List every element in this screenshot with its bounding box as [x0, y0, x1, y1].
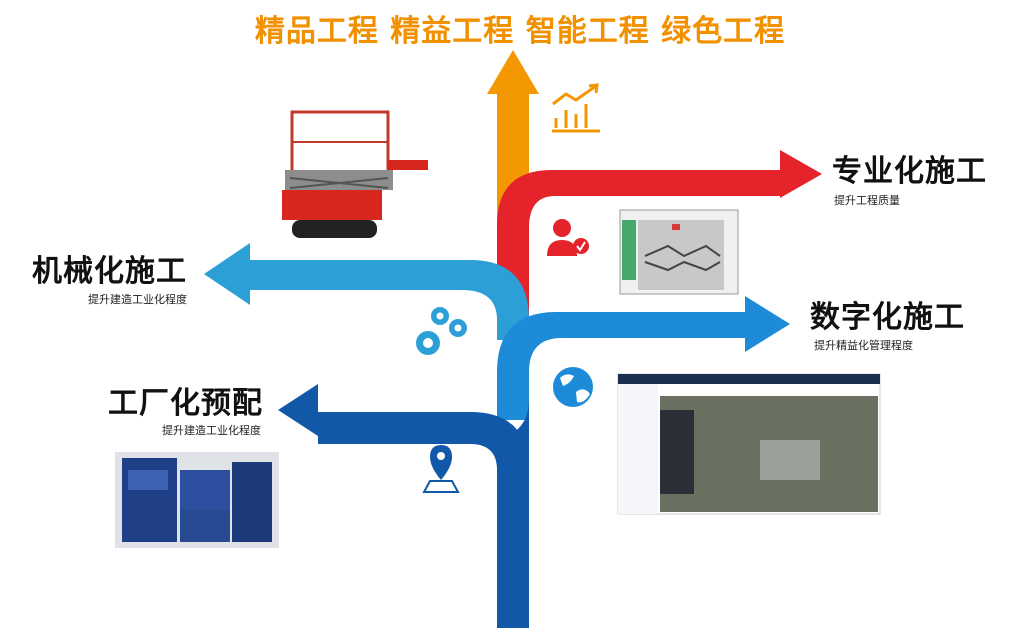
map-pin-icon	[422, 445, 460, 493]
subtitle-professional: 提升工程质量	[834, 194, 900, 207]
machine-photo	[282, 110, 428, 238]
arrow-prefab	[278, 384, 529, 628]
bar-chart-trend-icon	[552, 83, 600, 133]
title-digital: 数字化施工	[810, 300, 965, 335]
headline: 精品工程 精益工程 智能工程 绿色工程	[254, 14, 786, 49]
subtitle-mechanized: 提升建造工业化程度	[88, 293, 187, 306]
title-mechanized: 机械化施工	[32, 254, 187, 289]
title-prefab: 工厂化预配	[108, 386, 263, 421]
user-check-icon	[547, 219, 589, 256]
arrow-digital	[497, 296, 790, 420]
gears-icon	[416, 307, 467, 355]
globe-icon	[553, 367, 593, 407]
factory-photo	[115, 452, 279, 548]
subtitle-digital: 提升精益化管理程度	[814, 339, 913, 352]
digital-platform-screenshot	[617, 373, 881, 515]
subtitle-prefab: 提升建造工业化程度	[162, 424, 261, 437]
arrow-mechanized	[204, 243, 529, 340]
title-professional: 专业化施工	[832, 154, 987, 189]
hmi-screenshot	[619, 209, 739, 295]
